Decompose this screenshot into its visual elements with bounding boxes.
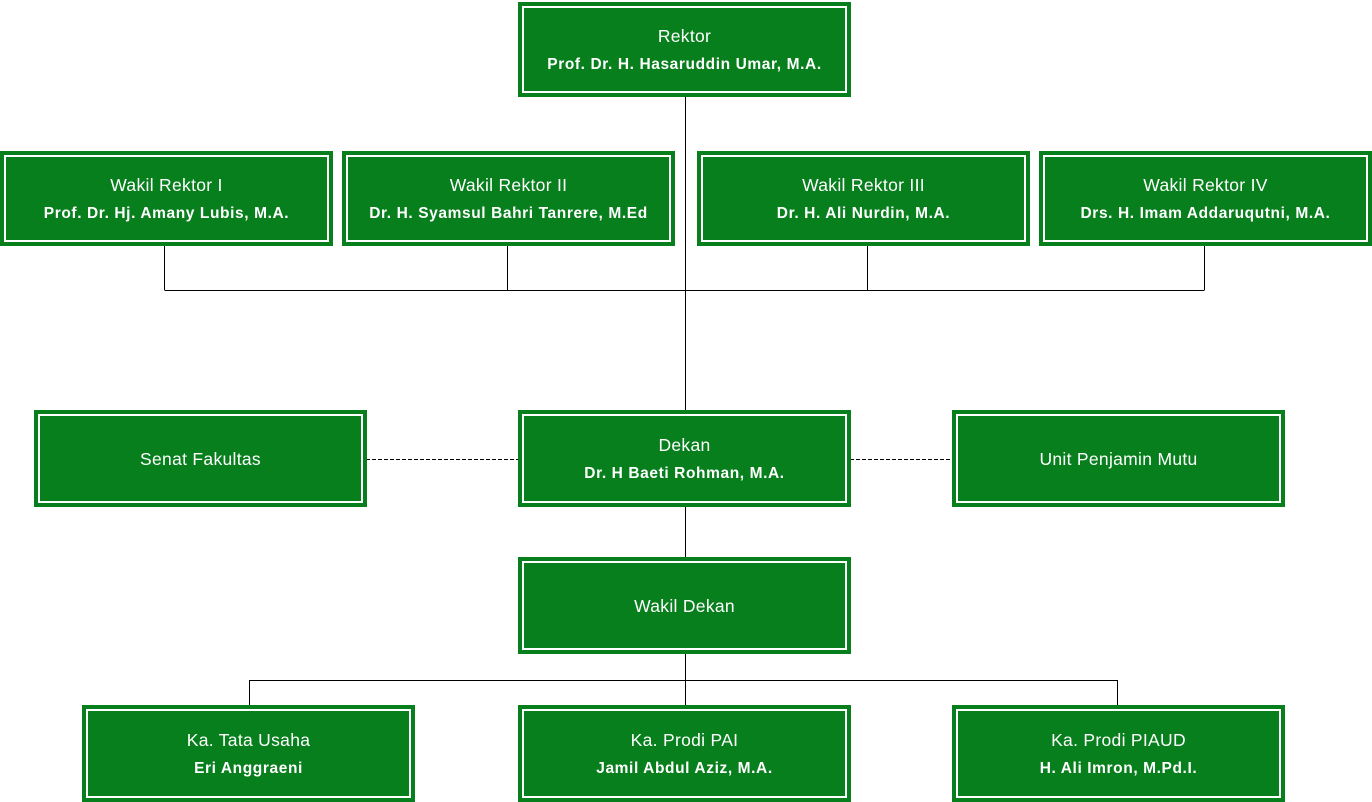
wakil-rektor-1-title: Wakil Rektor I <box>110 174 223 195</box>
dekan-box-inner: Dekan Dr. H Baeti Rohman, M.A. <box>522 414 847 503</box>
prodi-piaud-title: Ka. Prodi PIAUD <box>1051 729 1186 750</box>
wakil-rektor-2-name: Dr. H. Syamsul Bahri Tanrere, M.Ed <box>369 204 648 222</box>
wakil-rektor-3-name: Dr. H. Ali Nurdin, M.A. <box>776 204 951 222</box>
prodi-pai-title: Ka. Prodi PAI <box>630 729 739 750</box>
dekan-box: Dekan Dr. H Baeti Rohman, M.A. <box>518 410 851 507</box>
tata-usaha-box-inner: Ka. Tata Usaha Eri Anggraeni <box>86 709 411 798</box>
wakil-rektor-2-box: Wakil Rektor II Dr. H. Syamsul Bahri Tan… <box>342 151 675 246</box>
tata-usaha-name: Eri Anggraeni <box>194 759 303 777</box>
wakil-dekan-box: Wakil Dekan <box>518 557 851 654</box>
senat-fakultas-box: Senat Fakultas <box>34 410 367 507</box>
wakil-rektor-4-title: Wakil Rektor IV <box>1143 174 1268 195</box>
rektor-title: Rektor <box>657 25 712 46</box>
wakil-rektor-3-box: Wakil Rektor III Dr. H. Ali Nurdin, M.A. <box>697 151 1030 246</box>
tata-usaha-title: Ka. Tata Usaha <box>186 729 311 750</box>
dekan-name: Dr. H Baeti Rohman, M.A. <box>584 464 785 482</box>
prodi-pai-name: Jamil Abdul Aziz, M.A. <box>596 759 773 777</box>
unit-penjamin-mutu-box: Unit Penjamin Mutu <box>952 410 1285 507</box>
prodi-pai-box: Ka. Prodi PAI Jamil Abdul Aziz, M.A. <box>518 705 851 802</box>
tata-usaha-box: Ka. Tata Usaha Eri Anggraeni <box>82 705 415 802</box>
wakil-rektor-4-box: Wakil Rektor IV Drs. H. Imam Addaruqutni… <box>1039 151 1372 246</box>
senat-fakultas-title: Senat Fakultas <box>140 448 261 469</box>
wakil-rektor-4-name: Drs. H. Imam Addaruqutni, M.A. <box>1080 204 1331 222</box>
prodi-piaud-box: Ka. Prodi PIAUD H. Ali Imron, M.Pd.I. <box>952 705 1285 802</box>
unit-penjamin-mutu-box-inner: Unit Penjamin Mutu <box>956 414 1281 503</box>
prodi-pai-box-inner: Ka. Prodi PAI Jamil Abdul Aziz, M.A. <box>522 709 847 798</box>
wakil-rektor-1-box-inner: Wakil Rektor I Prof. Dr. Hj. Amany Lubis… <box>4 155 329 242</box>
rektor-box: Rektor Prof. Dr. H. Hasaruddin Umar, M.A… <box>518 2 851 97</box>
unit-penjamin-mutu-title: Unit Penjamin Mutu <box>1039 448 1198 469</box>
prodi-piaud-box-inner: Ka. Prodi PIAUD H. Ali Imron, M.Pd.I. <box>956 709 1281 798</box>
wakil-rektor-2-box-inner: Wakil Rektor II Dr. H. Syamsul Bahri Tan… <box>346 155 671 242</box>
wakil-rektor-4-box-inner: Wakil Rektor IV Drs. H. Imam Addaruqutni… <box>1043 155 1368 242</box>
wakil-rektor-2-title: Wakil Rektor II <box>449 174 568 195</box>
dekan-title: Dekan <box>658 434 711 455</box>
wakil-rektor-1-box: Wakil Rektor I Prof. Dr. Hj. Amany Lubis… <box>0 151 333 246</box>
wakil-rektor-3-title: Wakil Rektor III <box>802 174 925 195</box>
wakil-dekan-title: Wakil Dekan <box>634 595 735 616</box>
wakil-rektor-3-box-inner: Wakil Rektor III Dr. H. Ali Nurdin, M.A. <box>701 155 1026 242</box>
prodi-piaud-name: H. Ali Imron, M.Pd.I. <box>1039 759 1198 777</box>
rektor-box-inner: Rektor Prof. Dr. H. Hasaruddin Umar, M.A… <box>522 6 847 93</box>
wakil-rektor-1-name: Prof. Dr. Hj. Amany Lubis, M.A. <box>43 204 290 222</box>
rektor-name: Prof. Dr. H. Hasaruddin Umar, M.A. <box>547 55 822 73</box>
wakil-dekan-box-inner: Wakil Dekan <box>522 561 847 650</box>
senat-fakultas-box-inner: Senat Fakultas <box>38 414 363 503</box>
